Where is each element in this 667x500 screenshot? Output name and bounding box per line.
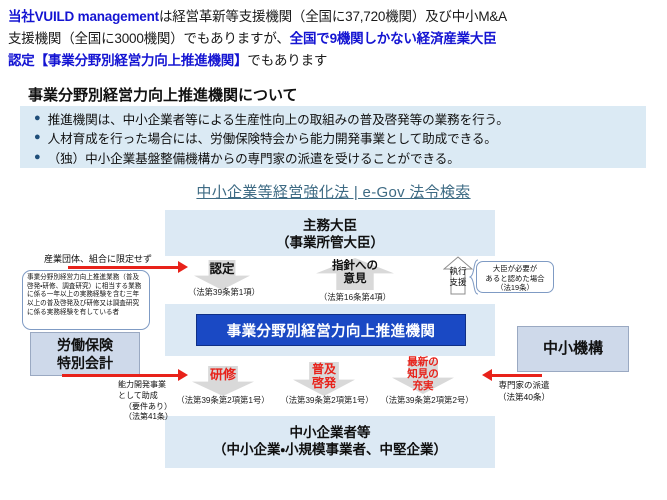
smrj-box: 中小機構 (517, 326, 629, 372)
exec-support-arrow-icon (443, 256, 473, 295)
smes-label-line2: （中小企業・小規模事業者、中堅企業） (212, 442, 448, 458)
smes-label: 中小企業者等 （中小企業・小規模事業者、中堅企業） (165, 424, 495, 459)
minister-discretion-line3: （法19条） (496, 283, 534, 293)
list-item: ● 推進機関は、中小企業者等による生産性向上の取組みの普及啓発等の業務を行う。 (20, 111, 646, 130)
bullet-text: （独）中小企業基盤整備機構からの専門家の派遣を受けることができる。 (47, 151, 460, 166)
egov-law-link[interactable]: 中小企業等経営強化法 | e-Gov 法令検索 (196, 184, 471, 201)
exec-support-label: 執行 支援 (443, 266, 473, 287)
awareness-arrow-label: 普及 啓発 (291, 362, 357, 391)
bullet-text: 推進機関は、中小企業者等による生産性向上の取組みの普及啓発等の業務を行う。 (47, 113, 509, 127)
labor-insurance-line1: 労働保険 (57, 336, 113, 353)
guideline-opinion-label: 指針への 意見 (306, 260, 404, 286)
latest-knowledge-line1: 最新の (407, 356, 439, 368)
red-arrow-approval-line (68, 266, 178, 269)
intro-emphasis-2: 認定【事業分野別経営力向上推進機関】 (8, 52, 248, 68)
labor-insurance-box: 労働保険 特別会計 (30, 332, 140, 376)
guideline-opinion-line2: 意見 (343, 273, 367, 286)
section-title: 事業分野別経営力向上推進機関について (28, 87, 298, 104)
guideline-opinion-citation: （法第16条第4項） (319, 292, 391, 302)
awareness-line2: 啓発 (311, 376, 336, 391)
promotion-organization-box: 事業分野別経営力向上推進機関 (196, 314, 466, 346)
red-arrow-dispatch-head-icon (482, 369, 492, 381)
bullet-panel: ● 推進機関は、中小企業者等による生産性向上の取組みの普及啓発等の業務を行う。 … (20, 106, 646, 168)
minister-label: 主務大臣 （事業所管大臣） (165, 217, 495, 252)
red-arrow-training-head-icon (178, 369, 188, 381)
minister-discretion-line1: 大臣が必要が (492, 264, 538, 273)
expert-dispatch-line1: 専門家の派遣 (498, 380, 550, 390)
bullet-dot-icon: ● (34, 150, 41, 163)
intro-emphasis-1: 全国で9機関しかない経済産業大臣 (289, 30, 497, 46)
latest-knowledge-citation: （法第39条第2項第2号） (380, 395, 474, 405)
left-caption: 産業団体、組合に限定せず (44, 254, 153, 264)
minister-label-line1: 主務大臣 (303, 218, 357, 233)
smes-panel: 中小企業者等 （中小企業・小規模事業者、中堅企業） (165, 416, 495, 468)
intro-text-3: でもあります (247, 52, 328, 68)
list-item: ● 人材育成を行った場合には、労働保険特会から能力開発事業として助成できる。 (20, 130, 646, 149)
promotion-organization-label: 事業分野別経営力向上推進機関 (226, 323, 436, 340)
guideline-opinion-line1: 指針への (332, 260, 378, 272)
approval-arrow-label: 認定 (209, 262, 235, 276)
minister-discretion-note: 大臣が必要が あると認めた場合 （法19条） (476, 261, 554, 293)
red-arrow-approval-head-icon (178, 261, 188, 273)
training-arrow-citation: （法第39条第2項第1号） (176, 395, 270, 405)
approval-arrow-citation: （法第39条第1項） (188, 287, 260, 297)
eligibility-requirements-note: 事業分野別経営力向上推進業務（普及啓発・研修、調査研究）に相当する業務に係る一年… (22, 270, 150, 330)
bullet-text: 人材育成を行った場合には、労働保険特会から能力開発事業として助成できる。 (47, 132, 497, 147)
bullet-dot-icon: ● (34, 131, 41, 144)
red-arrow-training-line (62, 374, 178, 377)
minister-discretion-line2: あると認めた場合 (485, 273, 545, 283)
brace-icon (469, 259, 479, 295)
bullet-dot-icon: ● (34, 112, 41, 124)
subsidy-note: 能力開発事業 として助成 （要件あり） （法第41条） (118, 380, 188, 423)
smrj-label: 中小機構 (542, 340, 603, 358)
latest-knowledge-line3: 充実 (412, 380, 434, 393)
minister-panel: 主務大臣 （事業所管大臣） (165, 210, 495, 256)
smes-label-line1: 中小企業者等 (289, 425, 371, 440)
exec-support-line2: 支援 (449, 276, 467, 287)
training-arrow-label: 研修 (209, 367, 236, 382)
latest-knowledge-label: 最新の 知見の 充実 (386, 356, 460, 392)
flow-diagram: 主務大臣 （事業所管大臣） 中小企業者等 （中小企業・小規模事業者、中堅企業） … (0, 204, 667, 500)
intro-text-1: は経営革新等支援機関（全国に37,720機関）及び中小M&A (158, 9, 507, 24)
expert-dispatch-line2: （法第40条） (498, 391, 550, 402)
intro-company-name: 当社VUILD management (8, 9, 159, 24)
latest-knowledge-line2: 知見の (407, 368, 439, 381)
intro-text-2: 支援機関（全国に3000機関）でもありますが、 (8, 30, 290, 46)
intro-paragraph: 当社VUILD managementは経営革新等支援機関（全国に37,720機関… (8, 6, 660, 72)
labor-insurance-line2: 特別会計 (57, 355, 113, 371)
subsidy-line1: 能力開発事業 (118, 380, 166, 389)
awareness-line1: 普及 (311, 362, 336, 376)
list-item: ● （独）中小企業基盤整備機構からの専門家の派遣を受けることができる。 (20, 150, 646, 169)
subsidy-line4: （法第41条） (124, 412, 173, 422)
red-arrow-dispatch-line (492, 374, 542, 377)
minister-label-line2: （事業所管大臣） (276, 235, 384, 251)
awareness-arrow-citation: （法第39条第2項第1号） (280, 395, 374, 405)
subsidy-line2: として助成 (118, 390, 158, 400)
subsidy-line3: （要件あり） (124, 401, 172, 411)
exec-support-line1: 執行 (449, 266, 467, 276)
expert-dispatch-note: 専門家の派遣 （法第40条） (476, 380, 572, 404)
